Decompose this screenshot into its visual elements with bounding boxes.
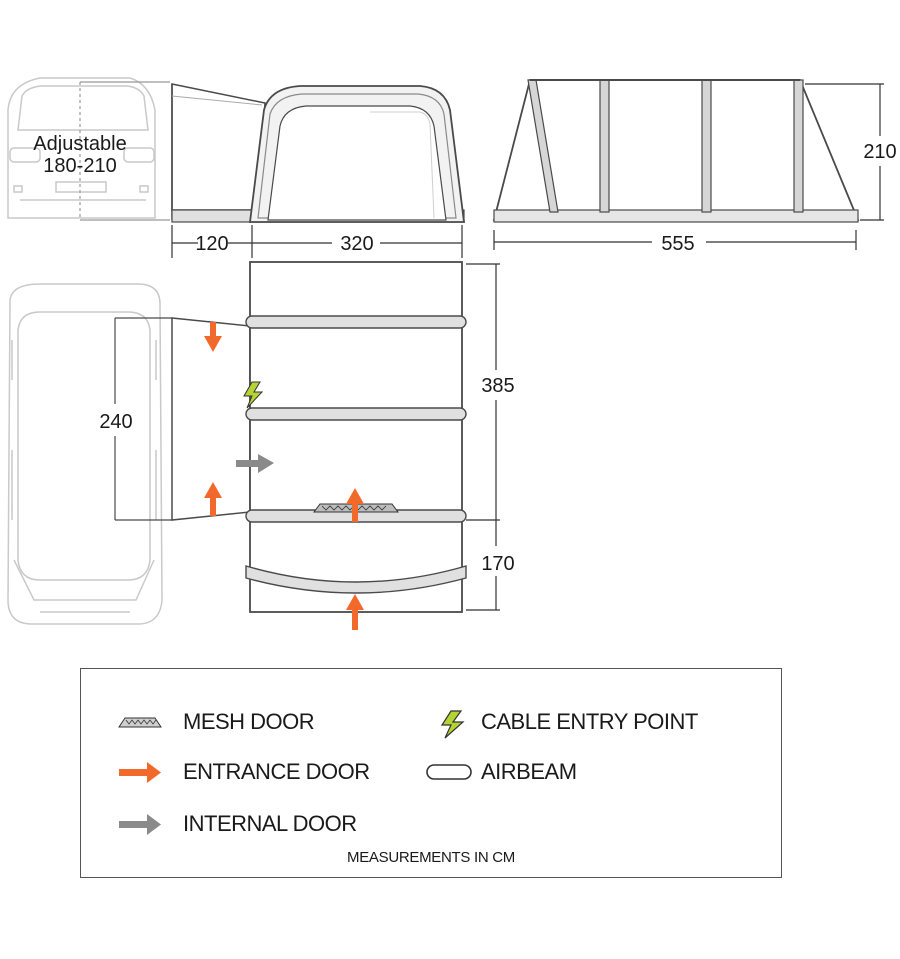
cable-entry-marker [243,381,264,409]
legend-label-cable-entry: CABLE ENTRY POINT [481,709,698,734]
side-elevation [171,83,466,223]
entrance-door-arrow-annex-top [204,322,222,352]
legend-label-entrance-door: ENTRANCE DOOR [183,759,370,784]
legend: MESH DOOR CABLE ENTRY POINT ENTRANCE DOO… [80,668,782,878]
internal-door-arrow [236,454,274,473]
main-depth-label: 385 [481,375,514,397]
airbeam-icon [425,759,473,785]
entrance-door-arrows [204,322,364,630]
legend-item-airbeam: AIRBEAM [425,759,577,785]
entrance-door-arrow-annex-bottom [204,482,222,516]
width-dimensions [171,225,463,258]
depth-dimensions [466,263,500,611]
porch-depth-label: 170 [481,553,514,575]
tent-length-label: 555 [661,233,694,255]
tent-floor-plan [245,261,467,613]
measurements-note: MEASUREMENTS IN CM [347,849,515,866]
entrance-door-arrow-icon [117,759,163,785]
van-height-label-bottom: 180-210 [43,155,116,177]
van-front-view [7,77,156,219]
cable-entry-icon [437,709,467,739]
van-height-label-top: Adjustable [33,133,126,155]
legend-label-mesh-door: MESH DOOR [183,709,315,734]
long-side-view [492,79,860,223]
internal-door-arrow-icon [117,811,163,837]
height-dimension [805,83,884,221]
entrance-door-arrow-mesh [346,488,364,522]
legend-label-internal-door: INTERNAL DOOR [183,811,357,836]
tent-width-label: 320 [340,233,373,255]
length-dimension [493,230,857,250]
legend-item-mesh-door: MESH DOOR [117,709,315,735]
legend-item-cable-entry: CABLE ENTRY POINT [437,709,698,739]
height-label: 210 [863,141,896,163]
annex-length-label: 120 [195,233,228,255]
van-overlap-label: 240 [99,411,132,433]
legend-label-airbeam: AIRBEAM [481,759,577,784]
awning-diagram: Adjustable 180-210 120 320 [7,77,897,630]
entrance-door-arrow-front [346,594,364,630]
legend-item-entrance-door: ENTRANCE DOOR [117,759,370,785]
mesh-door-icon [117,709,163,735]
legend-item-internal-door: INTERNAL DOOR [117,811,357,837]
van-top-view [7,283,163,625]
